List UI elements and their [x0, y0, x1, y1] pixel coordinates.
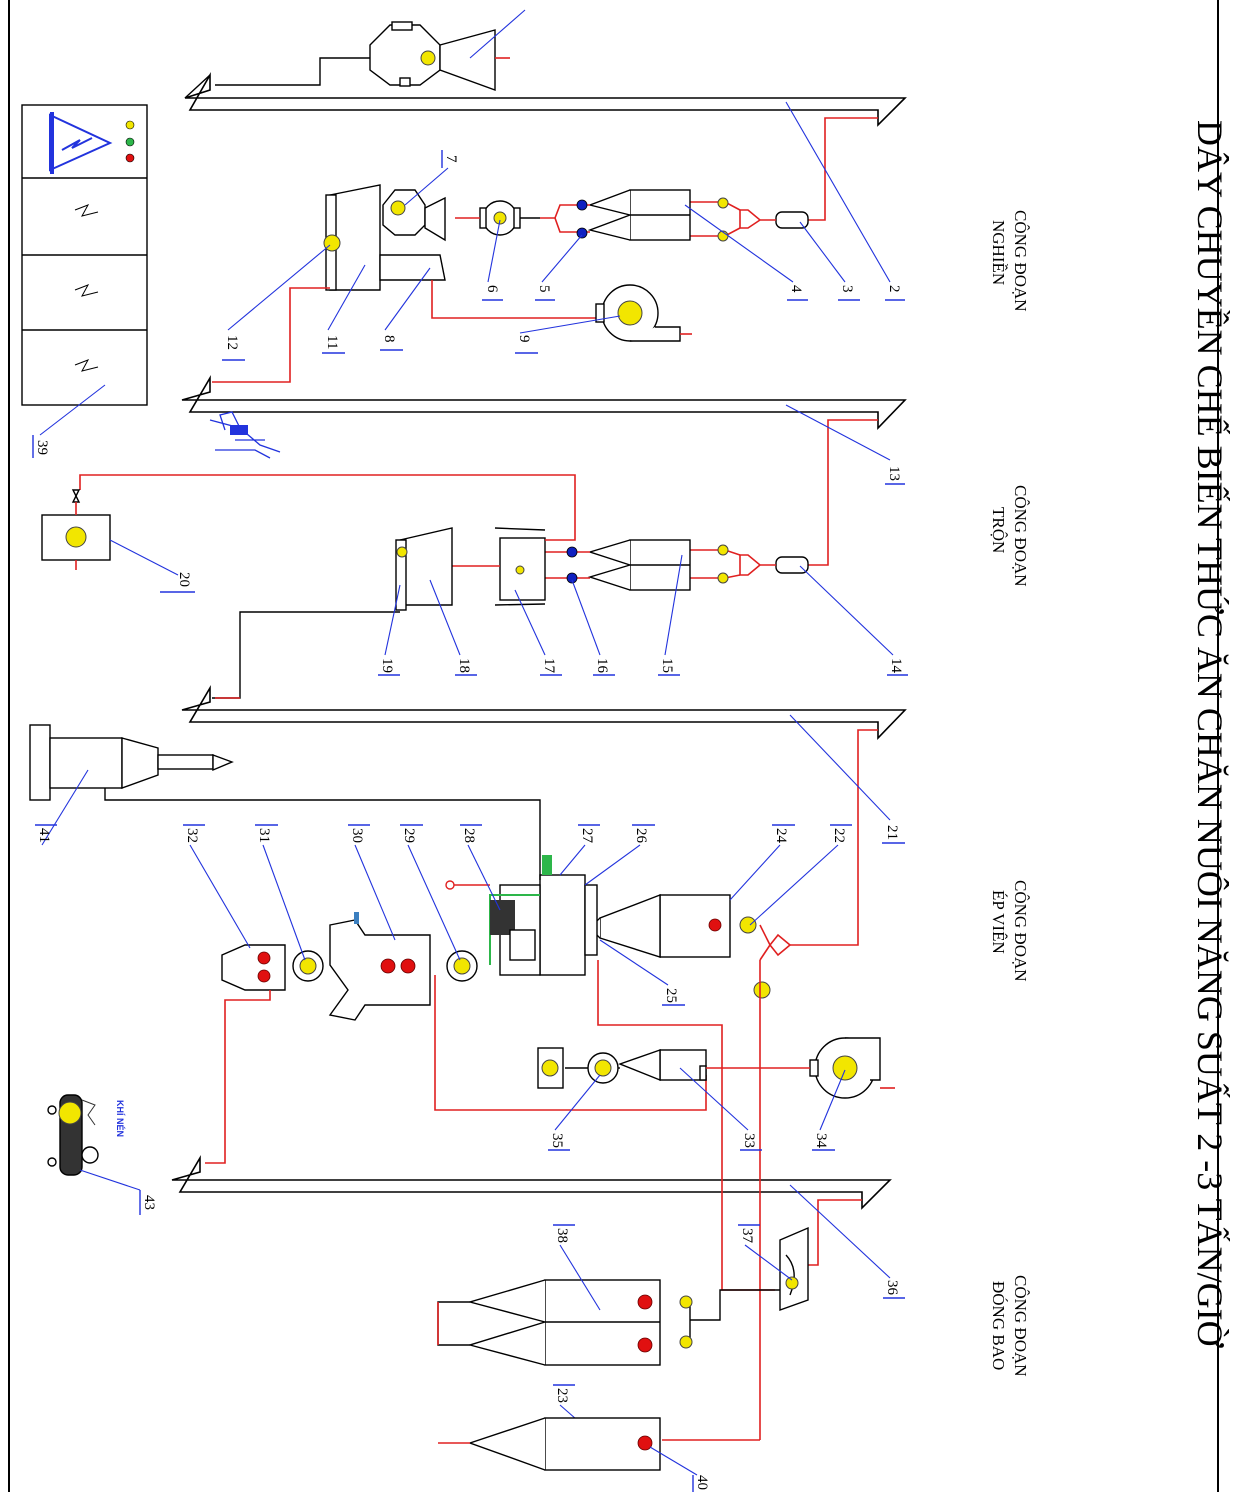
- label-30: 30: [349, 828, 365, 843]
- label-28: 28: [461, 828, 477, 843]
- feeder-6: [480, 201, 540, 235]
- boiler-41: [30, 725, 232, 800]
- air-compressor-43: [48, 1095, 98, 1175]
- scale-17: [495, 528, 545, 605]
- label-40: 40: [694, 1475, 710, 1490]
- label-18: 18: [456, 658, 472, 673]
- control-panel-39: [22, 105, 147, 405]
- label-5: 5: [536, 285, 552, 293]
- label-43: 43: [141, 1195, 157, 1210]
- stage-2-line1: CÔNG ĐOẠN: [1011, 485, 1030, 587]
- label-26: 26: [633, 828, 649, 844]
- label-31: 31: [256, 828, 272, 843]
- elevator-36: [172, 1158, 890, 1208]
- stage-1-line1: CÔNG ĐOẠN: [1011, 210, 1030, 312]
- stage-header-grinding: CÔNG ĐOẠN NGHIỀN: [989, 210, 1030, 312]
- magnet-14: [776, 557, 808, 573]
- label-19: 19: [379, 658, 395, 673]
- label-35: 35: [549, 1133, 565, 1148]
- label-38: 38: [554, 1228, 570, 1243]
- label-11: 11: [324, 335, 340, 349]
- label-24: 24: [773, 828, 789, 844]
- label-9: 9: [516, 335, 532, 343]
- valve-icon: [577, 200, 587, 210]
- compressor-label: KHÍ NÉN: [115, 1100, 125, 1137]
- label-14: 14: [888, 658, 904, 674]
- stage-2-line2: TRỘN: [989, 507, 1008, 553]
- label-27: 27: [579, 828, 595, 844]
- label-41: 41: [36, 828, 52, 843]
- grinder-11: [324, 185, 445, 290]
- elevator-2: [185, 75, 905, 125]
- label-37: 37: [739, 1228, 755, 1244]
- label-15: 15: [659, 658, 675, 673]
- label-23: 23: [554, 1388, 570, 1403]
- stage-header-mixing: CÔNG ĐOẠN TRỘN: [989, 485, 1030, 587]
- sifter-37: [780, 1228, 808, 1310]
- elevator-21: [182, 688, 905, 738]
- label-39: 39: [34, 440, 50, 455]
- label-32: 32: [184, 828, 200, 843]
- bagging-bin-38: [438, 1280, 660, 1365]
- label-20: 20: [176, 572, 192, 587]
- title-group: DÂY CHUYỀN CHẾ BIẾN THỨC ĂN CHĂN NUÔI NĂ…: [1190, 120, 1230, 1349]
- rotary-valve-31: [293, 951, 323, 981]
- crumbler-32: [222, 945, 285, 990]
- label-34: 34: [813, 1133, 829, 1149]
- stage-3-line1: CÔNG ĐOẠN: [1011, 880, 1030, 982]
- label-13: 13: [886, 466, 902, 481]
- label-36: 36: [884, 1280, 900, 1296]
- stage-header-bagging: CÔNG ĐOẠN ĐÓNG BAO: [989, 1275, 1030, 1377]
- label-6: 6: [484, 285, 500, 293]
- label-17: 17: [541, 658, 557, 674]
- stage-3-line2: ÉP VIÊN: [989, 890, 1008, 954]
- hopper-4: [590, 190, 690, 240]
- label-22: 22: [831, 828, 847, 843]
- intake-fan-1: [215, 10, 525, 90]
- fan-9: [596, 285, 692, 341]
- elevator-13: [182, 378, 905, 428]
- label-33: 33: [741, 1133, 757, 1148]
- label-21: 21: [884, 825, 900, 840]
- stage-4-line1: CÔNG ĐOẠN: [1011, 1275, 1030, 1377]
- rotary-valve-29: [447, 951, 477, 981]
- cyclone-33: [620, 1050, 706, 1080]
- label-16: 16: [594, 658, 610, 674]
- bagging-bin-23: [438, 1418, 660, 1470]
- fan-34: [810, 1038, 895, 1098]
- label-3: 3: [839, 285, 855, 293]
- stage-4-line2: ĐÓNG BAO: [989, 1281, 1008, 1370]
- label-7: 7: [443, 155, 459, 163]
- hopper-15: [590, 540, 690, 590]
- cooler-30: [330, 912, 430, 1020]
- operator-figure: [210, 412, 280, 458]
- valve-icon: [577, 228, 587, 238]
- label-12: 12: [224, 335, 240, 350]
- label-4: 4: [788, 285, 804, 293]
- mixer-18: [396, 528, 452, 610]
- liquid-tank-20: [42, 490, 110, 570]
- label-25: 25: [663, 988, 679, 1003]
- stage-header-pelleting: CÔNG ĐOẠN ÉP VIÊN: [989, 880, 1030, 982]
- label-29: 29: [401, 828, 417, 843]
- label-2: 2: [886, 285, 902, 293]
- rotary-valve-35: [588, 1053, 618, 1083]
- pellet-bin-24: [594, 895, 730, 957]
- label-8: 8: [381, 335, 397, 343]
- discharge-bin: [538, 1048, 563, 1088]
- motor-icon: [421, 51, 435, 65]
- diagram-title: DÂY CHUYỀN CHẾ BIẾN THỨC ĂN CHĂN NUÔI NĂ…: [1190, 120, 1230, 1349]
- stage-1-line2: NGHIỀN: [989, 220, 1008, 285]
